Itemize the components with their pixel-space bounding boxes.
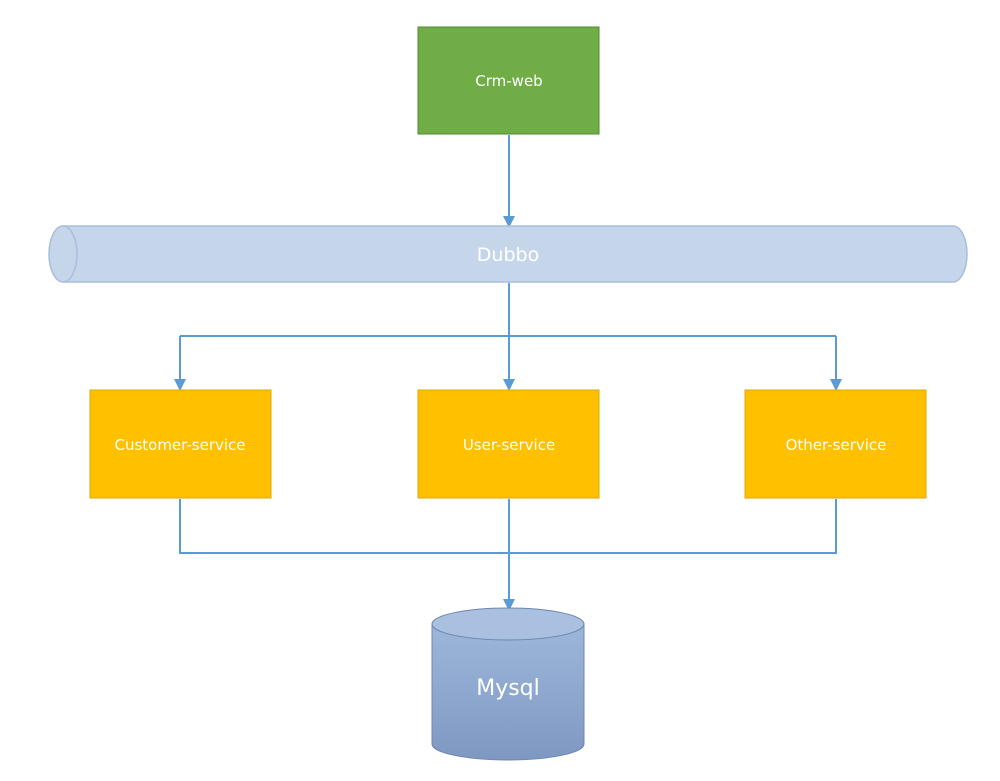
user-service-label: User-service [463, 436, 555, 454]
dubbo-label: Dubbo [477, 244, 539, 266]
customer-service-node[interactable]: Customer-service [89, 389, 272, 499]
other-service-label: Other-service [786, 436, 887, 454]
edge-other-mysql [509, 499, 837, 554]
other-service-box [744, 389, 927, 499]
crm-web-node[interactable]: Crm-web [417, 26, 600, 135]
dubbo-bus-end-left [62, 225, 78, 283]
connectors [174, 135, 842, 611]
mysql-label: Mysql [476, 676, 540, 701]
crm-web-box [417, 26, 600, 135]
mysql-database-node[interactable]: Mysql [431, 607, 585, 761]
user-service-node[interactable]: User-service [417, 389, 600, 499]
customer-service-box [89, 389, 272, 499]
crm-web-label: Crm-web [475, 72, 542, 90]
user-service-box [417, 389, 600, 499]
mysql-cylinder-top [431, 607, 585, 641]
dubbo-bus-node[interactable]: Dubbo [48, 225, 968, 283]
dubbo-bus-body [48, 225, 968, 283]
mysql-cylinder-body [431, 623, 585, 761]
other-service-node[interactable]: Other-service [744, 389, 927, 499]
customer-service-label: Customer-service [114, 436, 245, 454]
edge-customer-mysql [179, 499, 509, 554]
